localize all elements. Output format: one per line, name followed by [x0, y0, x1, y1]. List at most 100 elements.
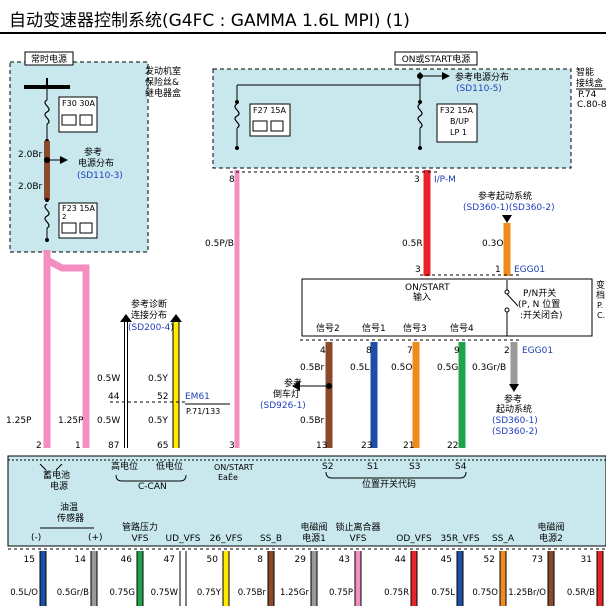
bottom-pin-29: 29: [295, 555, 307, 565]
wire-label-0-5g: 0.5G: [437, 363, 458, 373]
pin-7: 7: [407, 346, 413, 356]
switch-side-1: 变: [596, 279, 605, 291]
pin-23: 23: [361, 441, 372, 451]
engine-room-label-3: 继电器盒: [145, 87, 181, 99]
bottom-pin-50: 50: [207, 555, 219, 565]
ref-power-dist-a-code[interactable]: (SD110-3): [77, 171, 123, 181]
switch-on-start-1: ON/START: [405, 283, 450, 293]
switch-side-4: C.: [597, 311, 605, 320]
bottom-wire-label-43: 0.75P: [329, 588, 353, 598]
tcm-on-start-2: EaËe: [218, 472, 238, 482]
engine-room-label-1: 发动机室: [145, 65, 181, 77]
bottom-wires: 150.5L/O140.5Gr/B460.75G470.75W500.75Y80…: [10, 551, 604, 606]
bottom-label-1-0: UD_VFS: [166, 534, 201, 544]
wire-label-0-5r: 0.5R: [402, 239, 423, 249]
fuse-f32-sub-1: B/UP: [450, 117, 469, 126]
bottom-wire-label-46: 0.75G: [109, 588, 135, 598]
smart-box-page: P.74: [578, 90, 597, 100]
fuse-f27-label: F27 15A: [253, 106, 287, 115]
wire-label-0-5pb: 0.5P/B: [205, 239, 234, 249]
tcm-battery-1: 蓄电池: [43, 469, 70, 481]
bottom-pin-52: 52: [484, 555, 495, 565]
tcm-low: 低电位: [156, 460, 183, 472]
pin-13: 13: [316, 441, 327, 451]
pin-1-switch: 1: [495, 265, 501, 275]
wire-1-25p-b: [45, 256, 90, 448]
ref-power-dist-b-1: 参考电源分布: [455, 71, 509, 83]
ref-reverse-2: 倒车灯: [273, 388, 300, 400]
fuse-f30-label: F30 30A: [62, 99, 96, 108]
bottom-label-7-0: 35R_VFS: [440, 534, 479, 544]
ref-power-dist-a-2: 电源分布: [78, 157, 114, 169]
bottom-pin-15: 15: [24, 555, 35, 565]
tcm-oil-2: 传感器: [57, 512, 84, 524]
on-start-power-label: ON或START电源: [402, 53, 471, 65]
ref-start-sys2-1: 参考: [504, 393, 522, 405]
fuse-f32-symbol: [417, 103, 423, 129]
tcm-s3: S3: [409, 462, 420, 472]
book-icon: [270, 120, 284, 132]
pin-8b: 8: [366, 346, 372, 356]
tcm-module: [7, 455, 606, 547]
pin-1: 1: [75, 441, 81, 451]
fuse-f32-label: F32 15A: [440, 106, 474, 115]
bottom-wire-label-50: 0.75Y: [197, 588, 222, 598]
bottom-wire-label-45: 0.75L: [431, 588, 455, 598]
page-title: 自动变速器控制系统(G4FC : GAMMA 1.6L MPI) (1): [0, 0, 606, 34]
wire-label-0-3o: 0.3O: [482, 239, 503, 249]
pn-switch-3: :开关闭合): [520, 309, 563, 321]
ref-start-sys2-code-1[interactable]: (SD360-1): [492, 416, 538, 426]
ref-diag-code[interactable]: (SD200-4): [128, 323, 174, 333]
wire-label-0-5o: 0.5O: [391, 363, 412, 373]
pin-22: 22: [447, 441, 458, 451]
book-icon: [79, 222, 93, 234]
fuse-f23-sub: 2: [62, 213, 66, 221]
wire-label-0-5y-a: 0.5Y: [148, 374, 168, 384]
tcm-oil-1: 油温: [60, 501, 78, 513]
switch-side-2: 档: [596, 289, 605, 301]
pin-65: 65: [157, 441, 168, 451]
bottom-label-0-1: VFS: [132, 534, 149, 544]
pin-44: 44: [108, 392, 120, 402]
fuse-f27-symbol: [234, 103, 240, 129]
fuse-f23-box: [58, 202, 98, 239]
ref-diag-2: 连接分布: [131, 309, 167, 321]
pin-2: 2: [36, 441, 42, 451]
ref-power-dist-b-code[interactable]: (SD110-5): [456, 84, 502, 94]
wire-label-0-3grb: 0.3Gr/B: [472, 363, 506, 373]
bottom-wire-label-14: 0.5Gr/B: [57, 588, 89, 598]
bottom-pin-46: 46: [121, 555, 133, 565]
connector-p71: P.71/133: [186, 407, 220, 416]
bottom-wire-label-8: 0.75Br: [238, 588, 267, 598]
wire-label-0-5w-b: 0.5W: [97, 416, 120, 426]
bottom-pin-45: 45: [441, 555, 452, 565]
tcm-position-code: 位置开关代码: [362, 478, 416, 490]
engine-room-label-2: 保险丝&: [145, 76, 179, 88]
bottom-pin-31: 31: [581, 555, 592, 565]
bottom-pin-8: 8: [257, 555, 263, 565]
connector-em61: EM61: [185, 392, 210, 402]
bottom-wire-label-31: 0.5R/B: [567, 588, 595, 598]
ref-reverse-code[interactable]: (SD926-1): [260, 401, 306, 411]
ref-reverse-1: 参考: [284, 377, 302, 389]
ref-start-sys2-code-2[interactable]: (SD360-2): [492, 427, 538, 437]
bottom-pin-14: 14: [75, 555, 87, 565]
wire-label-2-0br-b: 2.0Br: [18, 182, 42, 192]
fuse-f30-symbol: [44, 99, 50, 125]
wire-label-0-5br-b: 0.5Br: [300, 416, 324, 426]
signal-3: 信号3: [403, 322, 427, 334]
engine-icon: [61, 222, 77, 234]
bottom-pin-43: 43: [339, 555, 350, 565]
connector-ipm: I/P-M: [434, 175, 456, 185]
engine-icon: [252, 120, 268, 132]
pin-9: 9: [454, 346, 460, 356]
tcm-s1: S1: [367, 462, 378, 472]
fuse-f32-box: [436, 103, 478, 143]
bottom-wire-label-52: 0.75O: [472, 588, 498, 598]
bottom-wire-label-44: 0.75R: [384, 588, 409, 598]
ref-start-sys-code[interactable]: (SD360-1)(SD360-2): [463, 203, 555, 213]
bottom-wire-label-47: 0.75W: [151, 588, 179, 598]
tcm-s2: S2: [322, 462, 333, 472]
pin-4: 4: [320, 346, 326, 356]
